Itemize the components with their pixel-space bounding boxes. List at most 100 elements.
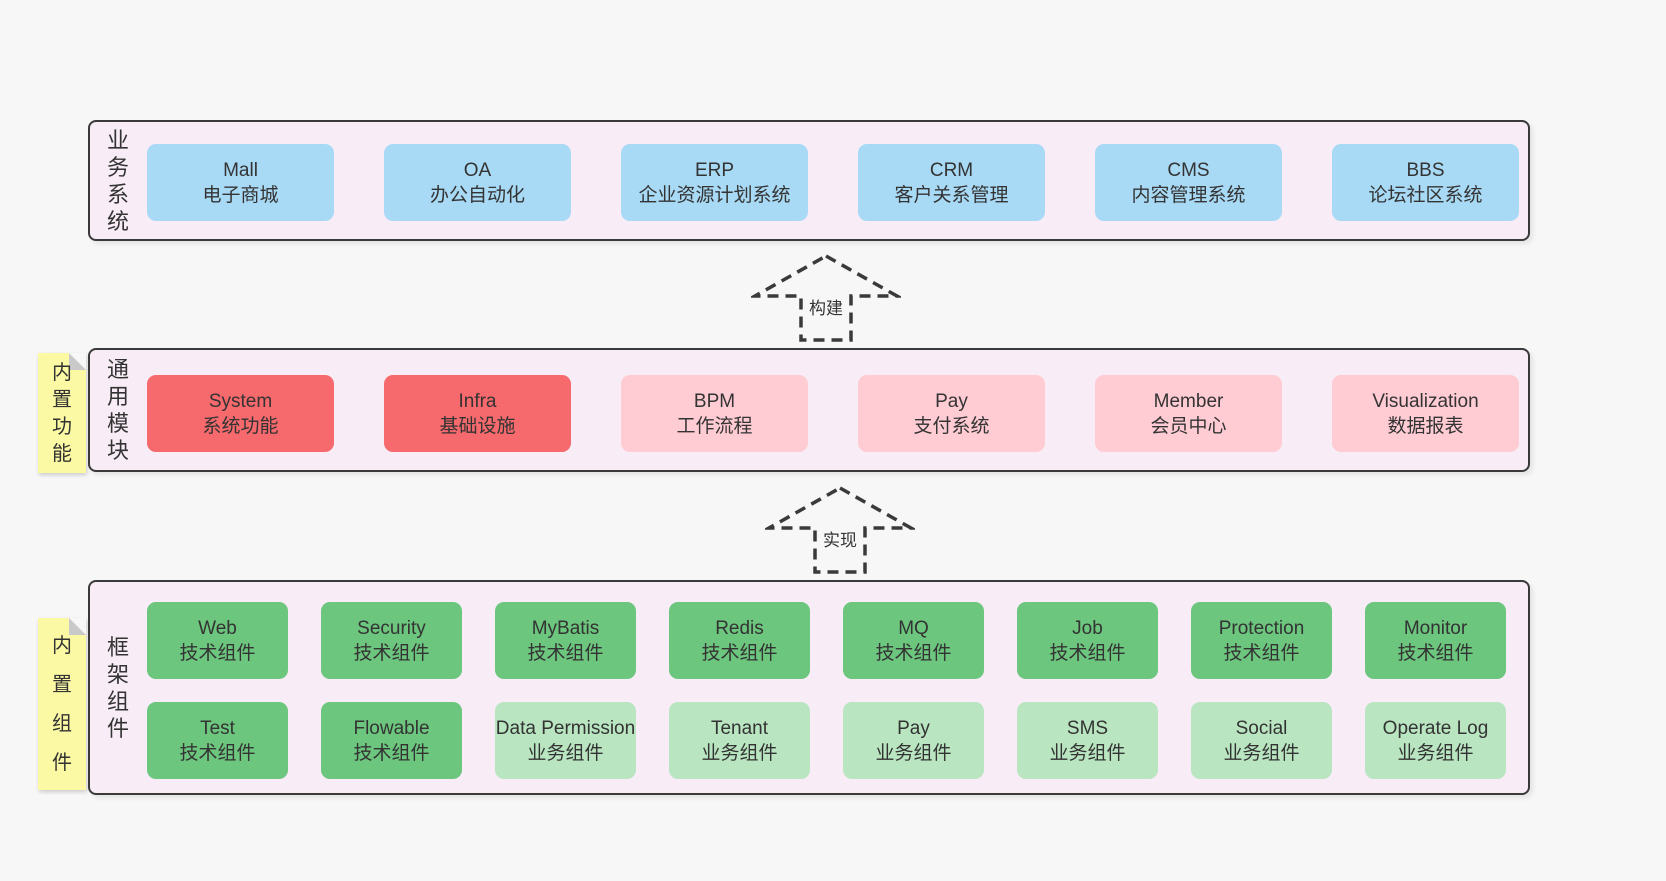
box-name: CMS <box>1167 159 1210 181</box>
box-desc: 支付系统 <box>913 415 990 437</box>
box-desc: 办公自动化 <box>429 184 525 206</box>
box-sms: SMS 业务组件 <box>1017 702 1158 779</box>
box-desc: 数据报表 <box>1387 415 1464 437</box>
box-desc: 业务组件 <box>1223 742 1300 764</box>
box-protection: Protection 技术组件 <box>1191 602 1332 679</box>
box-desc: 企业资源计划系统 <box>638 184 791 206</box>
arrow-build-label: 构建 <box>806 294 846 319</box>
box-mq: MQ 技术组件 <box>843 602 984 679</box>
sticky-note-builtin-features: 内置功能 <box>38 353 86 473</box>
box-job: Job 技术组件 <box>1017 602 1158 679</box>
box-name: CRM <box>929 159 974 181</box>
sticky-note-builtin-components: 内置组件 <box>38 618 86 790</box>
box-oa: OA 办公自动化 <box>384 144 571 221</box>
box-tenant: Tenant 业务组件 <box>669 702 810 779</box>
box-pay-system: Pay 支付系统 <box>858 375 1045 452</box>
box-name: Security <box>357 617 426 639</box>
box-desc: 业务组件 <box>1049 742 1126 764</box>
box-name: BPM <box>693 390 736 412</box>
box-name: Web <box>198 617 237 639</box>
section-framework-components: 框架组件 Web 技术组件 Security 技术组件 MyBatis 技术组件… <box>88 580 1530 795</box>
box-desc: 电子商城 <box>202 184 279 206</box>
box-desc: 技术组件 <box>353 742 430 764</box>
arrow-implement: 实现 <box>765 485 915 575</box>
section-common-modules: 通用模块 System 系统功能 Infra 基础设施 BPM 工作流程 Pay… <box>88 348 1530 472</box>
box-desc: 技术组件 <box>179 742 256 764</box>
box-name: MyBatis <box>531 617 600 639</box>
box-desc: 业务组件 <box>875 742 952 764</box>
box-desc: 论坛社区系统 <box>1368 184 1483 206</box>
box-desc: 技术组件 <box>701 642 778 664</box>
box-desc: 会员中心 <box>1150 415 1227 437</box>
box-name: BBS <box>1406 159 1445 181</box>
box-data-permission: Data Permission 业务组件 <box>495 702 636 779</box>
box-operate-log: Operate Log 业务组件 <box>1365 702 1506 779</box>
box-monitor: Monitor 技术组件 <box>1365 602 1506 679</box>
business-box-row: Mall 电子商城 OA 办公自动化 ERP 企业资源计划系统 CRM 客户关系… <box>147 144 1519 221</box>
box-redis: Redis 技术组件 <box>669 602 810 679</box>
box-desc: 内容管理系统 <box>1131 184 1246 206</box>
components-row-2: Test 技术组件 Flowable 技术组件 Data Permission … <box>147 702 1506 779</box>
box-name: Protection <box>1218 617 1305 639</box>
section-label-modules: 通用模块 <box>106 357 129 463</box>
box-desc: 技术组件 <box>1397 642 1474 664</box>
section-label-business: 业务系统 <box>106 127 129 234</box>
box-name: MQ <box>898 617 929 639</box>
box-visualization: Visualization 数据报表 <box>1332 375 1519 452</box>
box-desc: 技术组件 <box>353 642 430 664</box>
box-name: Flowable <box>353 717 430 739</box>
box-infra: Infra 基础设施 <box>384 375 571 452</box>
box-crm: CRM 客户关系管理 <box>858 144 1045 221</box>
box-mybatis: MyBatis 技术组件 <box>495 602 636 679</box>
box-name: Tenant <box>710 717 769 739</box>
box-name: Data Permission <box>495 717 636 739</box>
arrow-build: 构建 <box>751 253 901 343</box>
box-cms: CMS 内容管理系统 <box>1095 144 1282 221</box>
components-box-grid: Web 技术组件 Security 技术组件 MyBatis 技术组件 Redi… <box>147 602 1506 779</box>
box-desc: 工作流程 <box>676 415 753 437</box>
arrow-implement-label: 实现 <box>820 526 860 551</box>
box-name: Pay <box>897 717 930 739</box>
box-name: Pay <box>935 390 968 412</box>
box-web: Web 技术组件 <box>147 602 288 679</box>
section-label-components: 框架组件 <box>106 634 129 741</box>
box-name: Operate Log <box>1382 717 1489 739</box>
box-desc: 业务组件 <box>527 742 604 764</box>
section-business-systems: 业务系统 Mall 电子商城 OA 办公自动化 ERP 企业资源计划系统 CRM… <box>88 120 1530 241</box>
box-mall: Mall 电子商城 <box>147 144 334 221</box>
box-name: Member <box>1153 390 1224 412</box>
box-name: Infra <box>458 390 497 412</box>
box-name: Mall <box>223 159 258 181</box>
box-desc: 基础设施 <box>439 415 516 437</box>
box-name: SMS <box>1066 717 1109 739</box>
box-test: Test 技术组件 <box>147 702 288 779</box>
box-member: Member 会员中心 <box>1095 375 1282 452</box>
box-name: ERP <box>694 159 735 181</box>
box-name: OA <box>463 159 492 181</box>
modules-box-row: System 系统功能 Infra 基础设施 BPM 工作流程 Pay 支付系统… <box>147 375 1519 452</box>
components-row-1: Web 技术组件 Security 技术组件 MyBatis 技术组件 Redi… <box>147 602 1506 679</box>
box-security: Security 技术组件 <box>321 602 462 679</box>
box-desc: 系统功能 <box>202 415 279 437</box>
sticky-note-text: 内置功能 <box>52 362 72 465</box>
box-bbs: BBS 论坛社区系统 <box>1332 144 1519 221</box>
box-erp: ERP 企业资源计划系统 <box>621 144 808 221</box>
box-desc: 技术组件 <box>179 642 256 664</box>
box-desc: 技术组件 <box>875 642 952 664</box>
sticky-note-text: 内置组件 <box>52 635 72 774</box>
box-name: Visualization <box>1372 390 1479 412</box>
box-desc: 技术组件 <box>1049 642 1126 664</box>
box-name: Monitor <box>1403 617 1468 639</box>
box-name: Test <box>200 717 235 739</box>
box-desc: 业务组件 <box>1397 742 1474 764</box>
box-name: System <box>208 390 273 412</box>
box-social: Social 业务组件 <box>1191 702 1332 779</box>
box-system: System 系统功能 <box>147 375 334 452</box>
box-bpm: BPM 工作流程 <box>621 375 808 452</box>
box-name: Social <box>1235 717 1288 739</box>
box-desc: 技术组件 <box>527 642 604 664</box>
box-desc: 业务组件 <box>701 742 778 764</box>
box-flowable: Flowable 技术组件 <box>321 702 462 779</box>
box-name: Job <box>1072 617 1103 639</box>
box-pay-component: Pay 业务组件 <box>843 702 984 779</box>
